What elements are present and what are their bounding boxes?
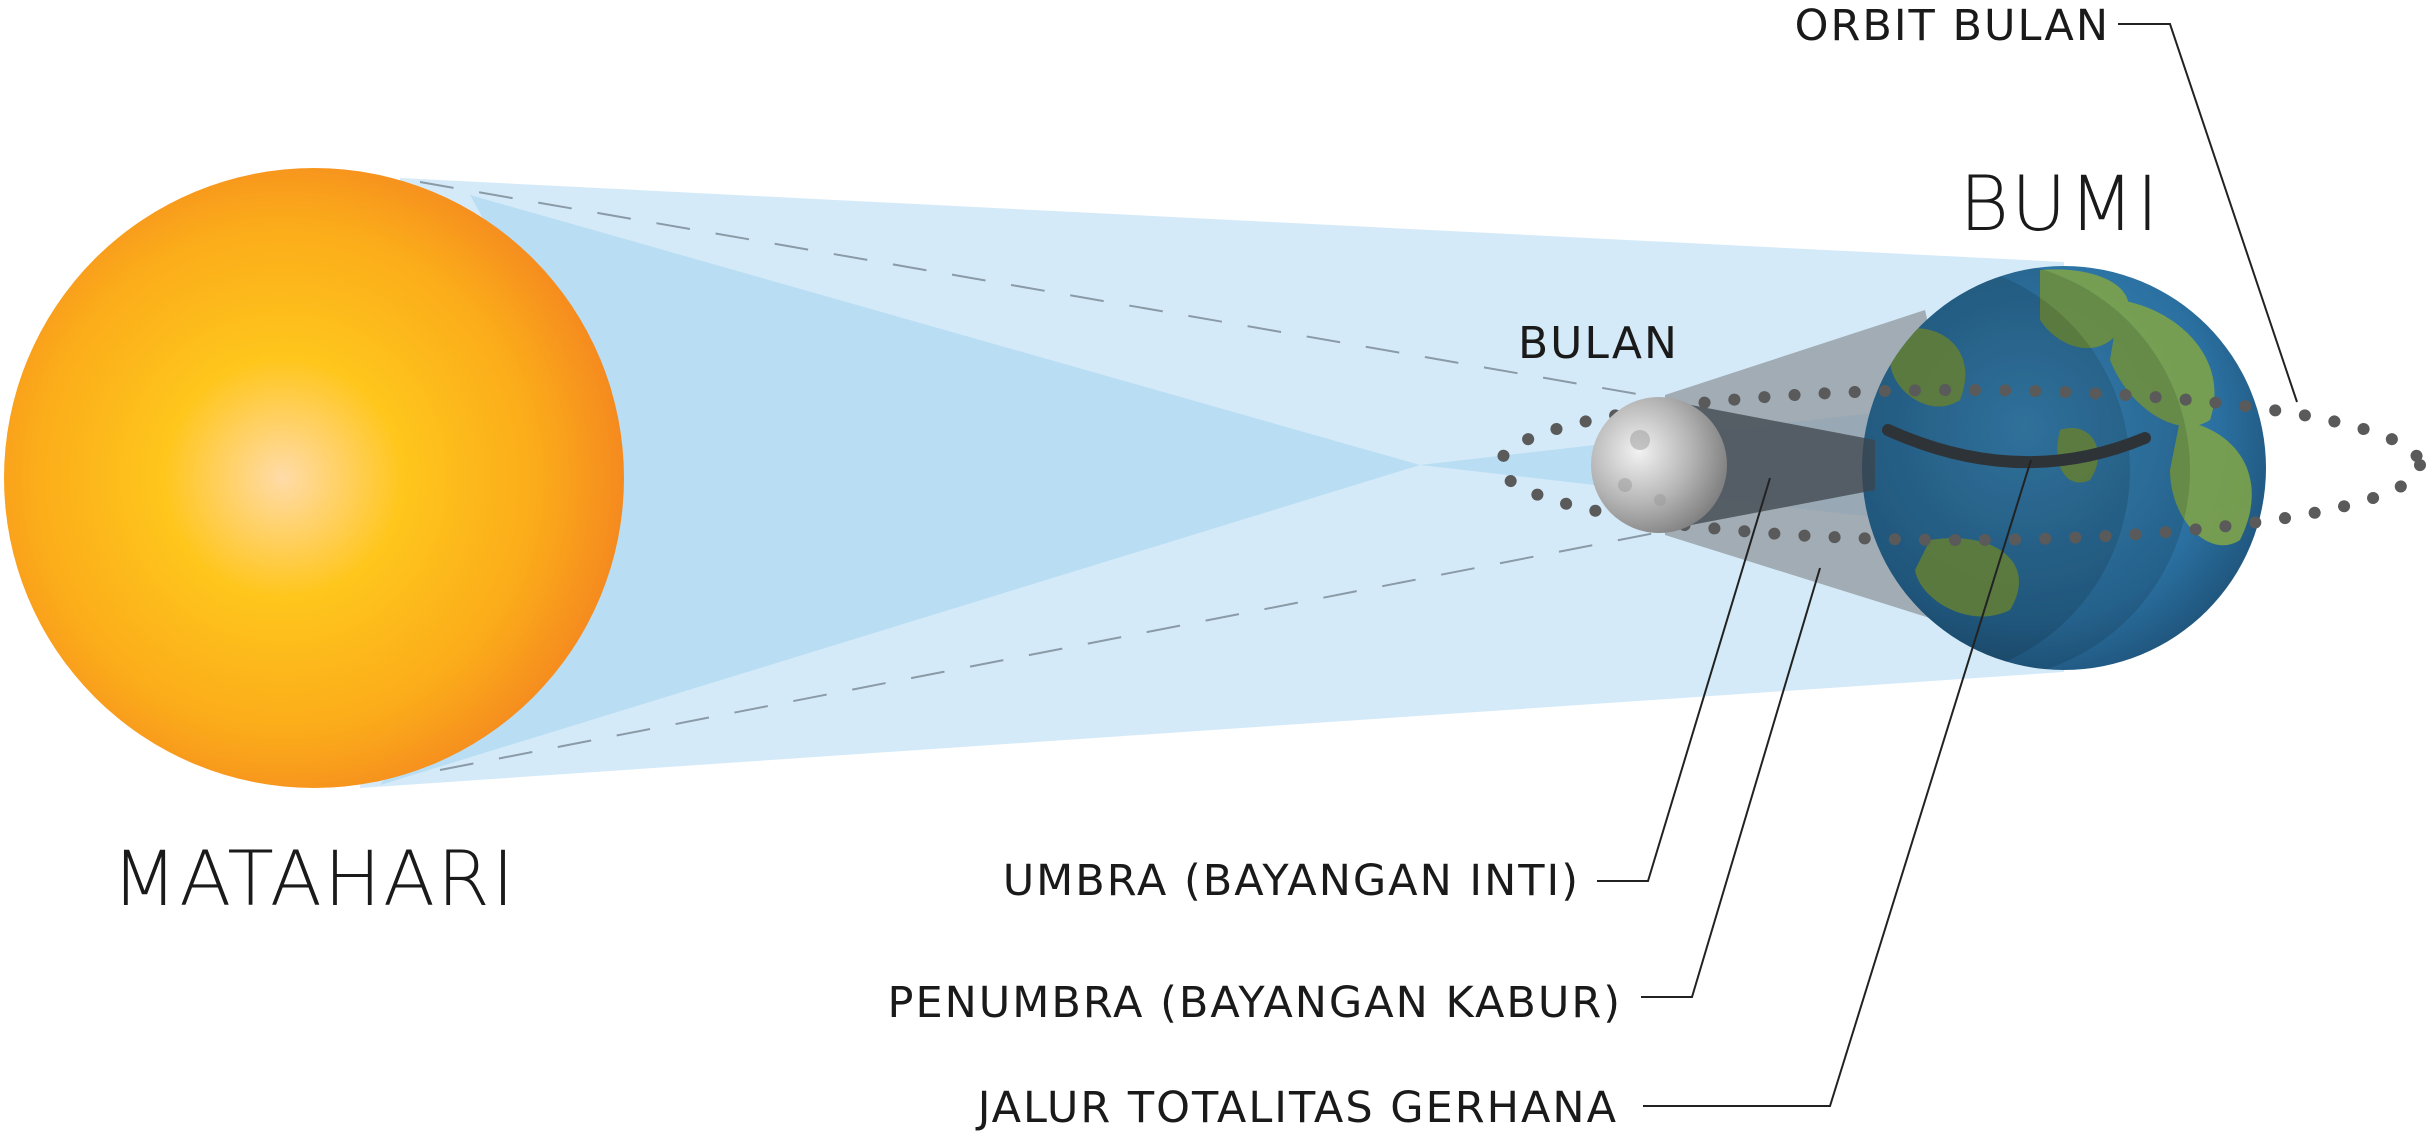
dashed-ray-lower — [439, 531, 1661, 771]
moon-orbit-back — [1494, 384, 2426, 546]
label-earth: BUMI — [1959, 159, 2160, 248]
inner-light-cone-lower — [380, 465, 1420, 785]
label-totality-path: JALUR TOTALITAS GERHANA — [975, 1083, 1618, 1133]
leader-umbra — [1597, 477, 1771, 882]
sun — [4, 168, 624, 788]
totality-path — [1882, 424, 2151, 469]
label-moon-orbit: ORBIT BULAN — [1795, 1, 2110, 51]
label-sun: MATAHARI — [112, 834, 517, 923]
label-umbra: UMBRA (BAYANGAN INTI) — [1003, 856, 1580, 906]
label-moon: BULAN — [1518, 318, 1679, 369]
leader-totality — [1643, 459, 2032, 1107]
label-penumbra: PENUMBRA (BAYANGAN KABUR) — [888, 978, 1622, 1028]
leader-orbit — [2118, 23, 2298, 403]
inner-light-cone-upper — [470, 195, 1420, 465]
moon — [1591, 397, 1727, 533]
dashed-ray-upper — [419, 181, 1661, 399]
leader-penumbra — [1641, 567, 1821, 998]
